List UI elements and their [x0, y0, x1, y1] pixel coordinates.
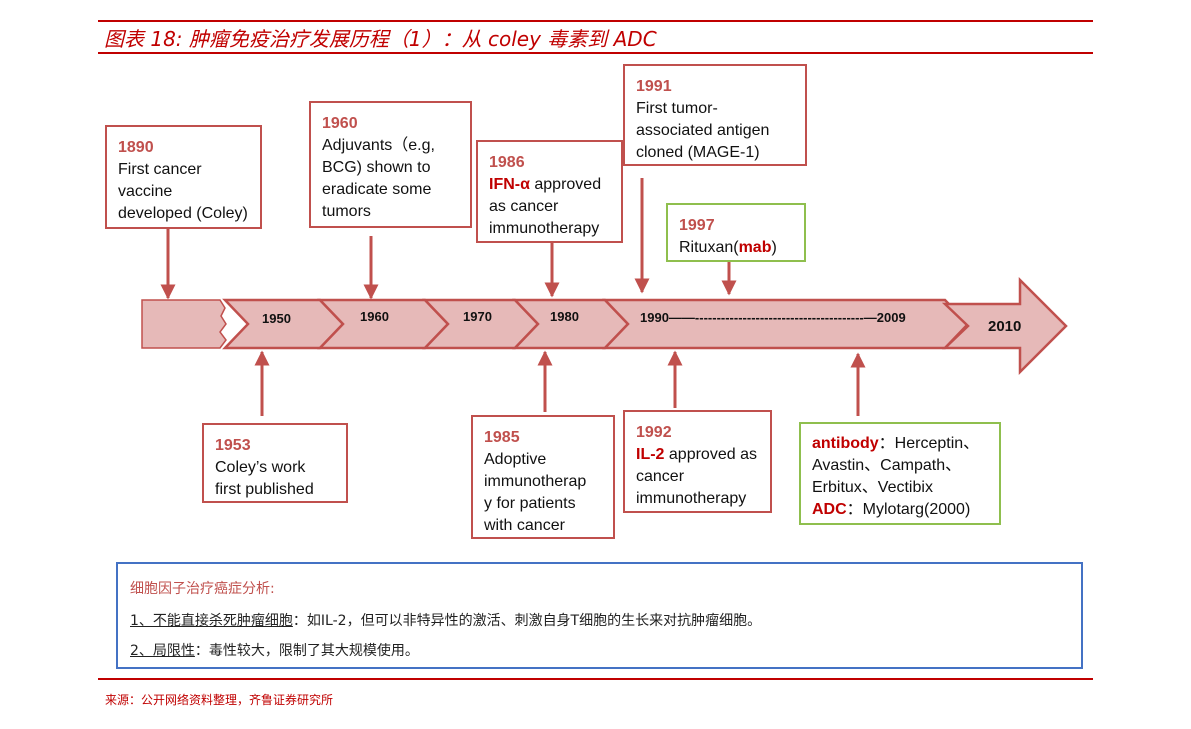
highlight-term: IL-2: [636, 446, 665, 463]
event-text-post: ): [771, 239, 777, 256]
event-year: 1992: [636, 424, 672, 441]
event-text-line: Adjuvants（e.g,: [322, 137, 435, 154]
event-text-line: eradicate some: [322, 181, 432, 198]
analysis-box: 细胞因子治疗癌症分析: 1、不能直接杀死肿瘤细胞：如IL-2，但可以非特异性的激…: [116, 562, 1083, 669]
analysis-item-text: ：毒性较大，限制了其大规模使用。: [194, 643, 419, 659]
event-text-line: IL-2 approved as: [636, 444, 760, 466]
event-text-rest: ：Mylotarg(2000): [846, 501, 971, 518]
event-year: 1960: [322, 115, 358, 132]
event-text-line: Erbitux、Vectibix: [812, 479, 933, 496]
highlight-term: antibody: [812, 435, 879, 452]
analysis-item-label: 2、局限性: [130, 643, 195, 659]
event-box-1890: 1890 First cancer vaccine developed (Col…: [105, 125, 262, 229]
event-text-line: immunotherapy: [636, 490, 747, 507]
event-text-line: First tumor-: [636, 100, 718, 117]
tl-label-1960: 1960: [360, 309, 389, 324]
event-text-line: IFN-α approved: [489, 174, 611, 196]
event-year: 1991: [636, 78, 672, 95]
top-rule: [98, 20, 1093, 22]
event-box-1960: 1960 Adjuvants（e.g, BCG) shown to eradic…: [309, 101, 472, 228]
source-note: 来源：公开网络资料整理，齐鲁证券研究所: [105, 693, 334, 707]
event-text-line: immunotherapy: [489, 220, 600, 237]
highlight-term: mab: [738, 239, 772, 256]
event-text-line: Avastin、Campath、: [812, 457, 962, 474]
event-box-1985: 1985 Adoptive immunotherap y for patient…: [471, 415, 615, 539]
event-box-1997: 1997 Rituxan(mab): [666, 203, 806, 262]
event-text-line: tumors: [322, 203, 371, 220]
event-text-line: BCG) shown to: [322, 159, 431, 176]
event-text-rest: approved: [529, 176, 602, 193]
event-text-line: Adoptive: [484, 451, 547, 468]
event-year: 1953: [215, 437, 251, 454]
event-text-rest: approved as: [664, 446, 757, 463]
event-box-1986: 1986 IFN-α approved as cancer immunother…: [476, 140, 623, 243]
analysis-item-2: 2、局限性：毒性较大，限制了其大规模使用。: [130, 640, 419, 660]
event-year: 1890: [118, 139, 154, 156]
tl-label-1950: 1950: [262, 311, 291, 326]
event-text-line: as cancer: [489, 198, 559, 215]
event-box-1992: 1992 IL-2 approved as cancer immunothera…: [623, 410, 772, 513]
chevron-2010-arrow: [941, 276, 1068, 376]
event-box-1953: 1953 Coley’s work first published: [202, 423, 348, 503]
highlight-term: ADC: [812, 501, 847, 518]
tl-label-1970: 1970: [463, 309, 492, 324]
event-text-line: cloned (MAGE-1): [636, 144, 760, 161]
event-text-line: first published: [215, 481, 314, 498]
analysis-item-text: ：如IL-2，但可以非特异性的激活、刺激自身T细胞的生长来对抗肿瘤细胞。: [292, 613, 762, 629]
event-text-line: developed (Coley): [118, 205, 248, 222]
highlight-term: IFN-α: [489, 176, 530, 193]
event-text-line: associated antigen: [636, 122, 770, 139]
event-text-line: immunotherap: [484, 473, 587, 490]
analysis-title: 细胞因子治疗癌症分析:: [130, 581, 275, 597]
figure-title: 图表 18: 肿瘤免疫治疗发展历程（1）：从 coley 毒素到 ADC: [104, 27, 657, 51]
event-text-pre: Rituxan(: [679, 239, 739, 256]
event-text-line: Coley’s work: [215, 459, 306, 476]
event-box-1991: 1991 First tumor- associated antigen clo…: [623, 64, 807, 166]
event-text-line: antibody：Herceptin、: [812, 433, 989, 455]
tl-label-1990-2009: 1990——----------------------------------…: [640, 310, 906, 325]
event-year: 1986: [489, 154, 525, 171]
event-text-line: cancer: [636, 468, 685, 485]
event-text-line: with cancer: [484, 517, 565, 534]
timeline-start-stub: [141, 299, 227, 349]
event-text-line: vaccine: [118, 183, 173, 200]
bottom-rule: [98, 678, 1093, 680]
event-text-line: ADC：Mylotarg(2000): [812, 499, 989, 521]
event-text-line: Rituxan(mab): [679, 237, 794, 259]
event-box-antibody: antibody：Herceptin、 Avastin、Campath、 Erb…: [799, 422, 1001, 525]
title-underline: [98, 52, 1093, 54]
event-year: 1997: [679, 217, 715, 234]
analysis-item-label: 1、不能直接杀死肿瘤细胞: [130, 613, 293, 629]
tl-label-2010: 2010: [988, 318, 1021, 335]
event-year: 1985: [484, 429, 520, 446]
tl-label-1980: 1980: [550, 309, 579, 324]
event-text-rest: ：Herceptin、: [878, 435, 980, 452]
analysis-item-1: 1、不能直接杀死肿瘤细胞：如IL-2，但可以非特异性的激活、刺激自身T细胞的生长…: [130, 610, 761, 630]
event-text-line: First cancer: [118, 161, 202, 178]
event-text-line: y for patients: [484, 495, 576, 512]
